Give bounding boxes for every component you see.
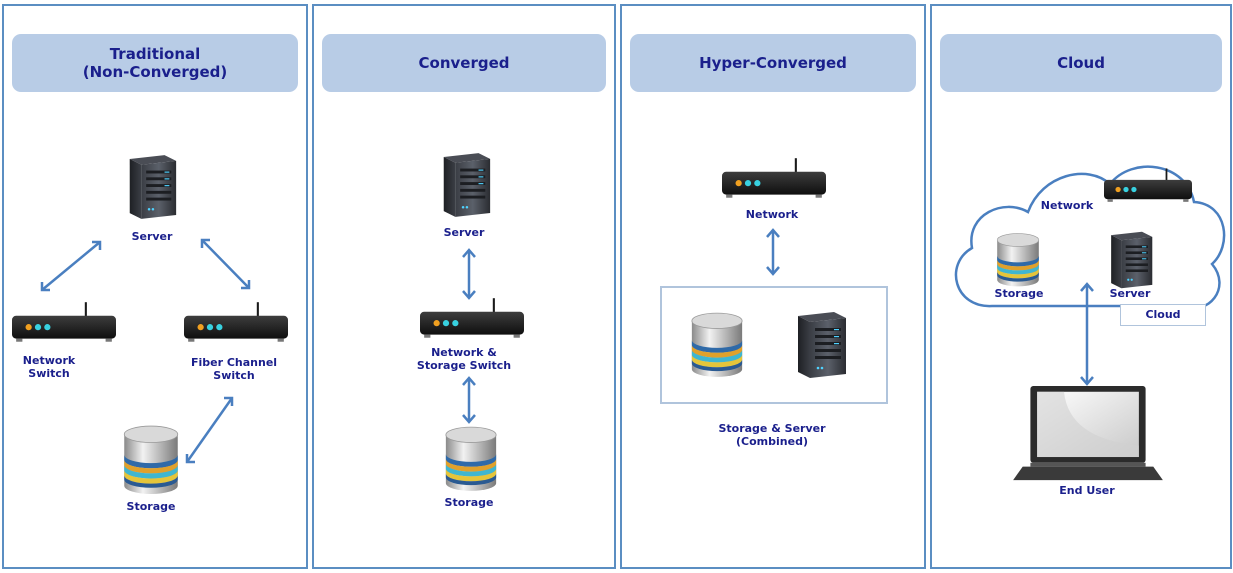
combined-box <box>660 286 888 404</box>
combined-label: Storage & Server (Combined) <box>718 422 826 448</box>
server-icon <box>122 151 180 223</box>
panel-traditional: Traditional (Non-Converged) Server Netwo… <box>2 4 308 569</box>
cloud-label: Cloud <box>1120 304 1206 326</box>
storage-icon <box>994 232 1042 288</box>
panel-cloud: Cloud Network Storage Server Cloud End U… <box>930 4 1232 569</box>
storage-label: Storage <box>444 496 494 509</box>
end-user-label: End User <box>1059 484 1115 497</box>
network-label: Network <box>745 208 799 221</box>
network-icon <box>1104 168 1192 204</box>
network-switch-icon <box>12 302 116 344</box>
server-icon <box>436 149 494 221</box>
network-storage-switch-icon <box>420 298 524 340</box>
server-icon <box>1104 230 1156 290</box>
storage-icon <box>120 424 182 496</box>
server-icon <box>788 310 852 380</box>
network-icon <box>722 158 826 200</box>
arrow-switch-storage <box>462 376 476 424</box>
laptop-icon <box>1008 386 1168 482</box>
network-switch-label: Network Switch <box>22 354 76 380</box>
storage-icon <box>442 424 500 494</box>
server-label: Server <box>131 230 173 243</box>
panel-converged: Converged Server Network & Storage Switc… <box>312 4 616 569</box>
panel-hyper-converged: Hyper-Converged Network Storage & Server… <box>620 4 926 569</box>
storage-label: Storage <box>126 500 176 513</box>
arrow-server-network <box>40 240 102 292</box>
arrow-server-switch <box>462 248 476 300</box>
panel-title: Converged <box>322 34 606 92</box>
network-label: Network <box>1040 199 1094 212</box>
arrow-network-combined <box>766 228 780 276</box>
panel-title: Hyper-Converged <box>630 34 916 92</box>
fiber-channel-switch-icon <box>184 302 288 344</box>
network-storage-switch-label: Network & Storage Switch <box>416 346 512 372</box>
storage-icon <box>688 310 746 380</box>
arrow-server-fiber <box>200 238 251 290</box>
fiber-channel-switch-label: Fiber Channel Switch <box>190 356 278 382</box>
storage-label: Storage <box>994 287 1044 300</box>
server-label: Server <box>443 226 485 239</box>
server-label: Server <box>1109 287 1151 300</box>
arrow-cloud-enduser <box>1080 282 1094 386</box>
panel-title: Cloud <box>940 34 1222 92</box>
arrow-fiber-storage <box>185 396 234 464</box>
panel-title: Traditional (Non-Converged) <box>12 34 298 92</box>
